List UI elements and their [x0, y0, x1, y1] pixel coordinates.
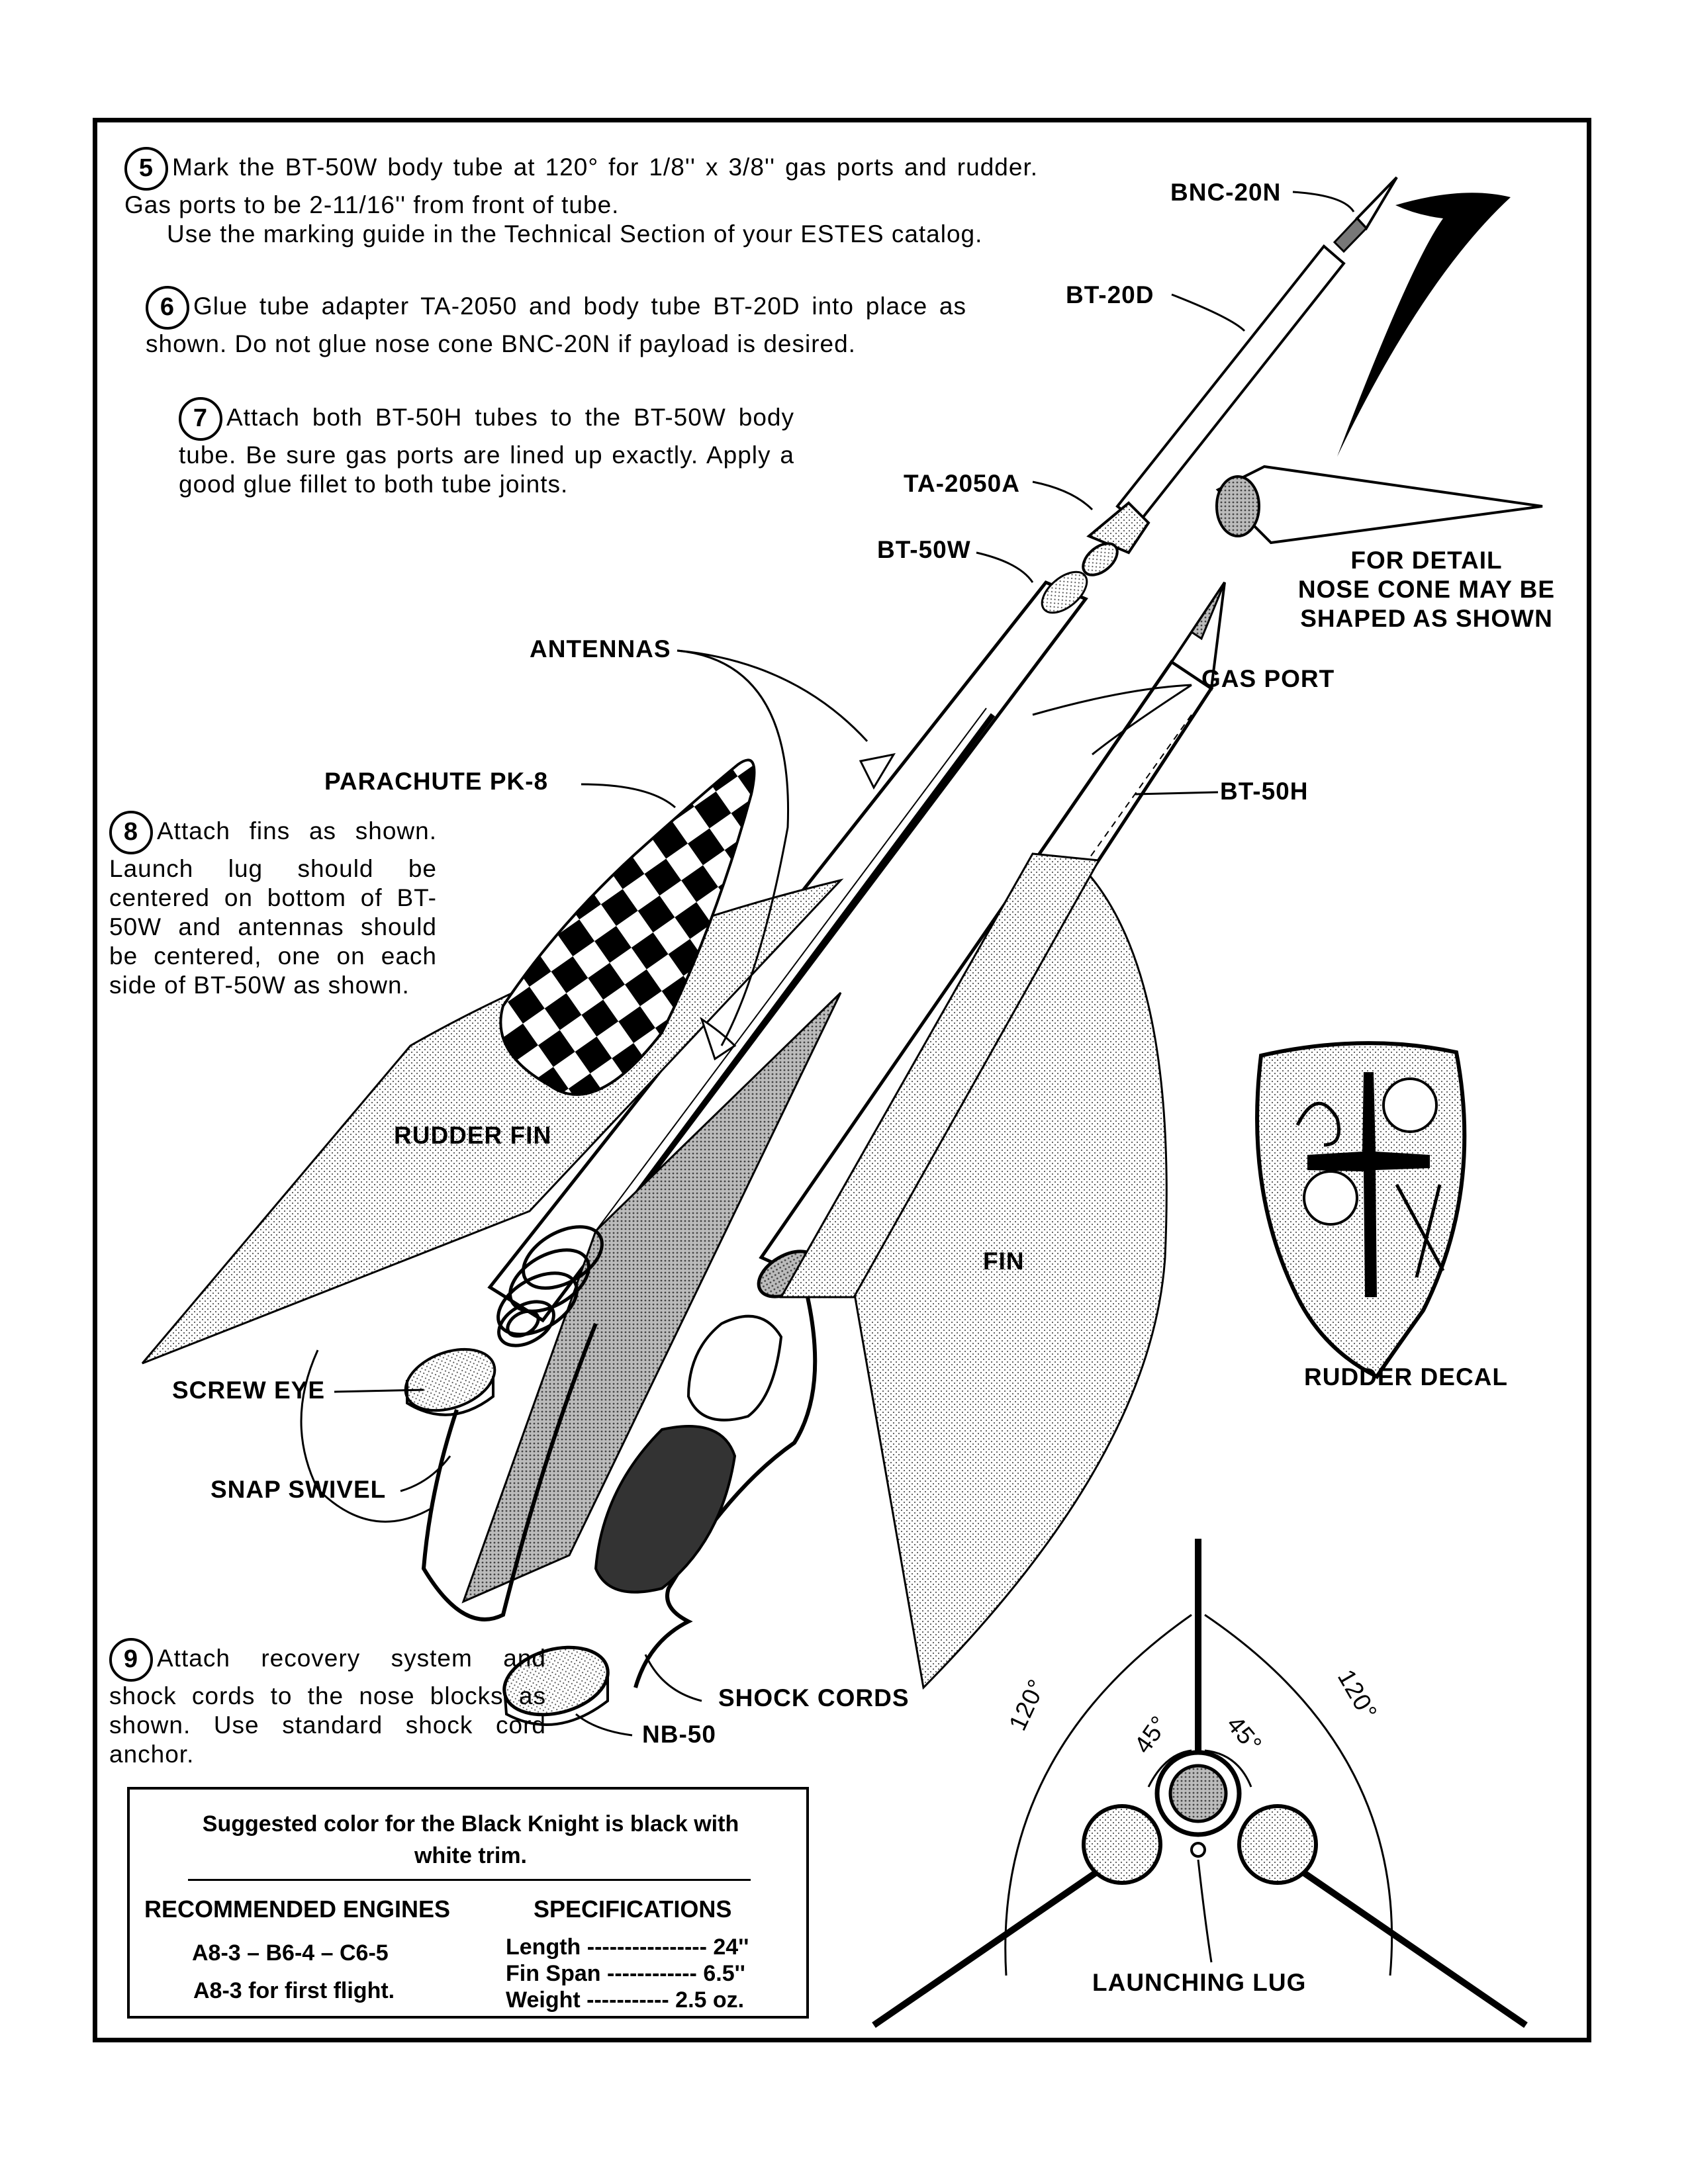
spec-dots: ------------: [607, 1961, 697, 1986]
step-text: Attach both BT-50H tubes to the BT-50W b…: [179, 403, 794, 498]
label-fin: FIN: [983, 1248, 1025, 1275]
step-number: 7: [179, 397, 222, 441]
label-bt50w: BT-50W: [877, 536, 971, 563]
step-text: Mark the BT-50W body tube at 120° for 1/…: [124, 153, 1038, 218]
spec-value: 2.5 oz.: [675, 1987, 745, 2013]
tube-adapter-ta2050a: [1086, 501, 1150, 555]
label-bt50h: BT-50H: [1220, 778, 1309, 805]
decal-axe: [1415, 1184, 1442, 1278]
spec-name: Length: [506, 1934, 581, 1960]
nose-block-rings: [496, 1225, 604, 1347]
spec-name: Fin Span: [506, 1961, 601, 1986]
step-number: 9: [109, 1638, 153, 1682]
spec-value: 24'': [713, 1934, 749, 1960]
step-text: Use the marking guide in the Technical S…: [167, 220, 983, 248]
step-text: Glue tube adapter TA-2050 and body tube …: [146, 292, 966, 357]
main-fin: [853, 858, 1168, 1690]
label-screw-eye: SCREW EYE: [172, 1377, 326, 1404]
spec-row: Length ---------------- 24'': [506, 1934, 749, 1960]
nose-cone-bnc20n: [1355, 176, 1398, 231]
decal-serpent: [1295, 1101, 1340, 1147]
end-view-diagram: [872, 1539, 1528, 2028]
spec-row: Fin Span ------------ 6.5'': [506, 1960, 749, 1987]
label-ta2050a: TA-2050A: [904, 470, 1020, 497]
spec-row: Weight ----------- 2.5 oz.: [506, 1987, 749, 2013]
nose-block-screw-eye: [404, 1347, 496, 1412]
step-number: 5: [124, 147, 168, 191]
decal-eagle-medallion: [1382, 1077, 1438, 1133]
engines-heading: RECOMMENDED ENGINES: [144, 1895, 451, 1923]
label-nb50: NB-50: [642, 1721, 716, 1748]
decal-arrow: [1395, 1183, 1445, 1272]
specs-heading: SPECIFICATIONS: [534, 1895, 732, 1923]
antenna: [859, 752, 896, 790]
specs-list: Length ---------------- 24'' Fin Span --…: [506, 1934, 749, 2013]
detail-nose-cone: [1215, 465, 1543, 545]
engines-list: A8-3 – B6-4 – C6-5: [192, 1940, 389, 1966]
decal-cross: [1307, 1072, 1430, 1297]
spec-dots: -----------: [586, 1987, 669, 2013]
step-text: Attach recovery system and shock cords t…: [109, 1644, 546, 1768]
label-bnc20n: BNC-20N: [1170, 179, 1282, 206]
label-gas-port: GAS PORT: [1201, 665, 1335, 692]
label-rudder-fin: RUDDER FIN: [394, 1122, 552, 1149]
spec-name: Weight: [506, 1987, 581, 2013]
spec-value: 6.5'': [703, 1961, 745, 1986]
parachute-bundle: [594, 1425, 737, 1594]
label-detail-note: FOR DETAIL NOSE CONE MAY BE SHAPED AS SH…: [1297, 547, 1556, 632]
page-border: [93, 118, 1591, 2042]
info-box: Suggested color for the Black Knight is …: [127, 1787, 809, 2019]
step-number: 6: [146, 286, 189, 330]
step-number: 8: [109, 811, 153, 854]
label-bt20d: BT-20D: [1066, 281, 1154, 308]
spec-dots: ----------------: [586, 1934, 707, 1960]
label-rudder-decal: RUDDER DECAL: [1304, 1363, 1508, 1390]
lower-fin: [461, 991, 842, 1604]
parachute-pk8: [499, 758, 756, 1096]
first-flight-engine: A8-3 for first flight.: [193, 1978, 395, 2003]
recovery-wadding: [686, 1314, 783, 1422]
label-parachute: PARACHUTE PK-8: [324, 768, 549, 795]
label-antennas: ANTENNAS: [530, 635, 671, 662]
label-launching-lug: LAUNCHING LUG: [1092, 1969, 1307, 1996]
label-snap-swivel: SNAP SWIVEL: [211, 1476, 387, 1503]
shock-cord: [421, 1322, 598, 1621]
antenna: [700, 1017, 737, 1061]
color-note: Suggested color for the Black Knight is …: [202, 1811, 739, 1868]
step-text: Attach fins as shown. Launch lug should …: [109, 817, 437, 999]
divider: [188, 1879, 751, 1881]
decal-eagle-medallion: [1303, 1170, 1358, 1226]
label-shock-cords: SHOCK CORDS: [718, 1684, 910, 1711]
